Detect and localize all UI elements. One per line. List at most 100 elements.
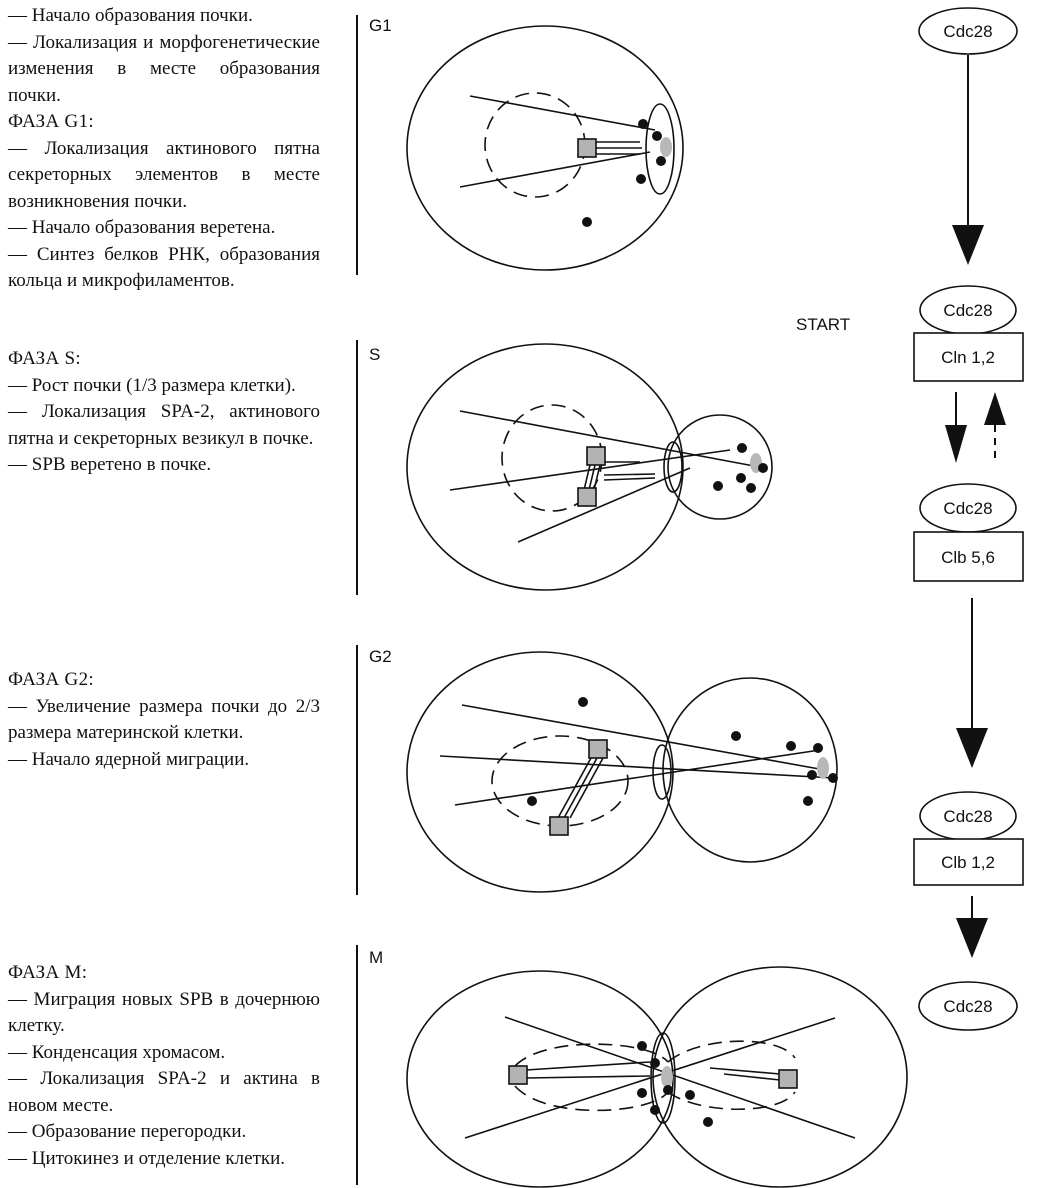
cell-s — [406, 343, 773, 591]
cell-g2 — [406, 651, 838, 893]
arrow-head — [956, 918, 988, 958]
vesicle — [746, 483, 756, 493]
cdc28-node — [918, 981, 1018, 1031]
clb56-label: Clb 5,6 — [941, 548, 995, 567]
vesicle — [636, 174, 646, 184]
cdc28-label: Cdc28 — [943, 22, 992, 41]
vesicle — [737, 443, 747, 453]
spindle-fiber — [557, 757, 592, 819]
text-item: — Образование перегородки. — [8, 1121, 247, 1142]
spindle-fiber — [569, 757, 604, 819]
vesicle — [652, 131, 662, 141]
vesicles-g2 — [527, 697, 838, 806]
arrow-head — [945, 425, 967, 463]
vesicle — [758, 463, 768, 473]
microtubule — [517, 467, 691, 543]
vesicle — [638, 119, 648, 129]
vesicle — [582, 217, 592, 227]
text-item: — Начало образования почки. — [8, 5, 253, 26]
vesicle — [527, 796, 537, 806]
text-block-s: ФАЗА S: — Рост почки (1/3 размера клетки… — [8, 346, 320, 479]
vesicle — [637, 1088, 647, 1098]
cln-label: Cln 1,2 — [941, 348, 995, 367]
text-item: — Конденсация хромасом. — [8, 1041, 226, 1063]
microtubule — [459, 410, 755, 467]
arrow-head-dashed — [984, 392, 1006, 425]
spindle-fiber — [723, 1073, 781, 1081]
vesicle — [803, 796, 813, 806]
text-block-bud-start: — Начало образования почки. — Локализаци… — [8, 3, 320, 295]
text-block-g2: ФАЗА G2: — Увеличение размера почки до 2… — [8, 667, 320, 773]
vesicle — [713, 481, 723, 491]
spb-square — [508, 1065, 528, 1085]
panel-label-g2: G2 — [369, 647, 392, 666]
clb12-label: Clb 1,2 — [941, 853, 995, 872]
vesicle — [703, 1117, 713, 1127]
text-item: — Начало образования веретена. — [8, 217, 276, 238]
text-item: — Локализация SPA-2, актинового пятна и … — [8, 401, 320, 449]
text-item: — SPB веретено в почке. — [8, 454, 212, 475]
bud-ring — [645, 103, 675, 195]
spindle-fiber — [588, 464, 596, 491]
text-block-m: ФАЗА M: — Миграция новых SPB в дочернюю … — [8, 960, 320, 1172]
text-item: — Локализация и морфогенетические измене… — [8, 31, 320, 106]
pathway-labels: Cdc28 Cdc28 Cln 1,2 Cdc28 Clb 5,6 Cdc28 … — [941, 22, 995, 1016]
vesicle — [578, 697, 588, 707]
cdc28-node — [918, 7, 1018, 55]
spindle-fiber — [525, 1061, 651, 1071]
panel-label-g1: G1 — [369, 16, 392, 35]
bud — [662, 677, 838, 863]
spb-square — [577, 487, 597, 507]
microtubule — [439, 755, 835, 779]
start-label: START — [796, 315, 850, 334]
clb12-box — [913, 838, 1024, 886]
microtubule — [459, 151, 651, 188]
vesicle — [828, 773, 838, 783]
cell-m — [406, 966, 908, 1188]
vesicle — [650, 1105, 660, 1115]
spindle-fiber — [603, 473, 656, 476]
actin-patch — [660, 137, 672, 157]
actin-patch — [817, 757, 829, 779]
panel-label-s: S — [369, 345, 380, 364]
cell-g1 — [406, 25, 684, 271]
mother-cell — [406, 343, 684, 591]
spb-square — [549, 816, 569, 836]
phase-heading-g1: ФАЗА G1: — [8, 111, 94, 132]
text-item: — Цитокинез и отделение клетки. — [8, 1147, 286, 1169]
mother-cell — [406, 25, 684, 271]
mother-cell — [406, 651, 674, 893]
spindle-fiber — [593, 464, 601, 491]
text-item: — Локализация актинового пятна секреторн… — [8, 137, 320, 212]
microtubule — [449, 449, 731, 491]
cln-box — [913, 332, 1024, 382]
phase-heading-g2: ФАЗА G2: — [8, 669, 94, 690]
spindle-fiber — [525, 1075, 651, 1079]
vesicle — [786, 741, 796, 751]
spb-square — [588, 739, 608, 759]
spindle-fiber — [709, 1067, 781, 1075]
text-item: — Увеличение размера почки до 2/3 размер… — [8, 695, 320, 744]
spindle-fiber — [583, 464, 591, 491]
vesicle — [637, 1041, 647, 1051]
vesicle — [663, 1085, 673, 1095]
spb-square — [778, 1069, 798, 1089]
phase-heading-m: ФАЗА M: — [8, 962, 88, 983]
cdc28-label: Cdc28 — [943, 301, 992, 320]
text-item: — Локализация SPA-2 и актина в новом мес… — [8, 1068, 320, 1116]
clb56-box — [913, 531, 1024, 582]
vesicles-g1 — [582, 119, 666, 227]
nucleus-daughter — [667, 1040, 796, 1110]
phase-heading-s: ФАЗА S: — [8, 348, 81, 369]
mother-cell — [406, 970, 674, 1188]
microtubule — [454, 749, 821, 806]
arrow-head — [952, 225, 984, 265]
bud-ring — [652, 744, 672, 800]
vesicle — [650, 1058, 660, 1068]
microtubule — [464, 1017, 836, 1139]
cdc28-label: Cdc28 — [943, 499, 992, 518]
vesicles-m — [637, 1041, 713, 1127]
spb-square — [577, 138, 597, 158]
vesicle — [656, 156, 666, 166]
